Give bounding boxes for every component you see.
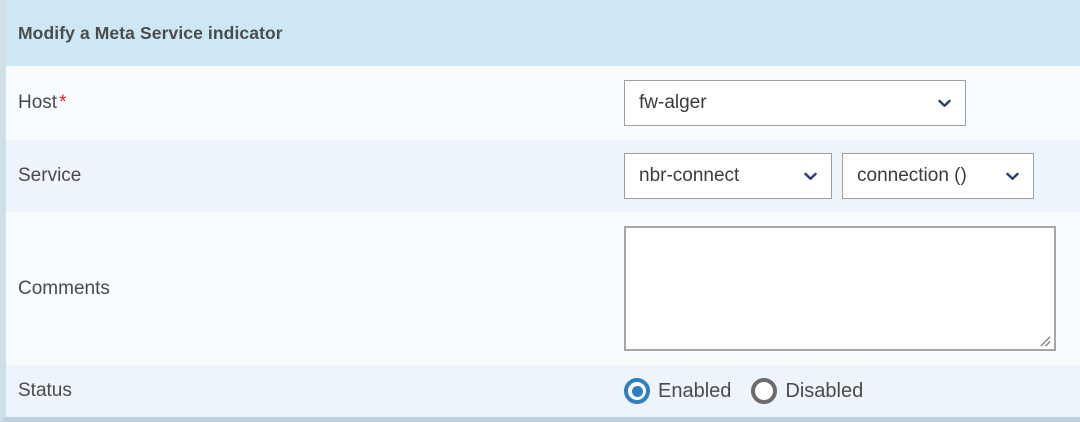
service-control-group: nbr-connect connection () bbox=[624, 153, 1068, 199]
host-label: Host* bbox=[18, 92, 624, 114]
panel-header: Modify a Meta Service indicator bbox=[6, 0, 1080, 66]
status-label-text: Status bbox=[18, 380, 72, 401]
status-radio-disabled-label: Disabled bbox=[785, 379, 864, 402]
host-label-text: Host bbox=[18, 92, 58, 113]
service-select-value: nbr-connect bbox=[639, 165, 740, 186]
service-label: Service bbox=[18, 165, 624, 187]
form-row-host: Host* fw-alger bbox=[6, 66, 1080, 140]
radio-unselected-icon[interactable] bbox=[751, 378, 778, 404]
service-select[interactable]: nbr-connect bbox=[624, 153, 832, 199]
status-radio-enabled-label: Enabled bbox=[658, 379, 732, 402]
comments-control-group bbox=[624, 226, 1068, 351]
service-item-select[interactable]: connection () bbox=[842, 153, 1034, 199]
status-radio-disabled[interactable]: Disabled bbox=[751, 378, 863, 404]
status-label: Status bbox=[18, 380, 624, 402]
comments-label-text: Comments bbox=[18, 277, 110, 299]
radio-selected-icon[interactable] bbox=[624, 378, 650, 404]
form-row-comments: Comments bbox=[6, 212, 1080, 365]
chevron-down-icon bbox=[937, 96, 952, 111]
service-label-text: Service bbox=[18, 165, 82, 186]
comments-textarea-wrapper[interactable] bbox=[624, 226, 1056, 351]
chevron-down-icon bbox=[803, 169, 818, 184]
form-row-service: Service nbr-connect connection () bbox=[6, 140, 1080, 212]
status-radio-enabled[interactable]: Enabled bbox=[624, 378, 731, 404]
page-title: Modify a Meta Service indicator bbox=[18, 22, 283, 43]
status-radio-group: Enabled Disabled bbox=[624, 378, 863, 404]
host-select-value: fw-alger bbox=[639, 92, 707, 113]
host-required-asterisk: * bbox=[59, 92, 67, 113]
comments-textarea[interactable] bbox=[626, 228, 1054, 349]
host-select[interactable]: fw-alger bbox=[624, 80, 966, 126]
host-control-group: fw-alger bbox=[624, 80, 1068, 126]
form-row-status: Status Enabled Disabled bbox=[6, 365, 1080, 417]
status-control-group: Enabled Disabled bbox=[624, 378, 1068, 404]
comments-label: Comments bbox=[18, 278, 624, 300]
chevron-down-icon bbox=[1005, 169, 1020, 184]
service-item-select-value: connection () bbox=[857, 165, 967, 186]
